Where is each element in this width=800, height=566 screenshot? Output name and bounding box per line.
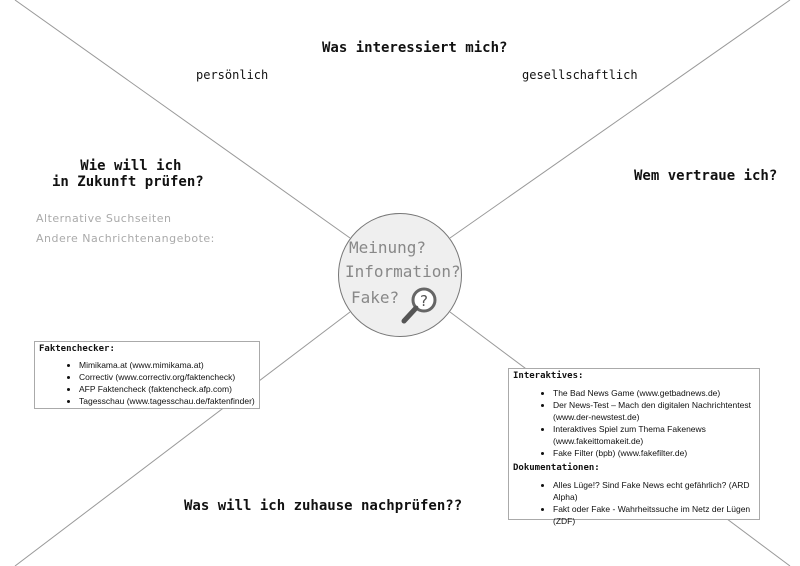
- list-item: The Bad News Game (www.getbadnews.de): [553, 387, 759, 399]
- hint-search: Alternative Suchseiten: [36, 212, 172, 225]
- list-item-text: Correctiv (www.correctiv.org/faktencheck…: [79, 372, 236, 382]
- list-item: Der News-Test – Mach den digitalen Nachr…: [553, 399, 759, 423]
- list-item: Fake Filter (bpb) (www.fakefilter.de): [553, 447, 759, 459]
- center-opinion: Meinung?: [349, 238, 427, 257]
- label-personal: persönlich: [196, 68, 269, 82]
- list-item-text: Fakt oder Fake - Wahrheitssuche im Netz …: [553, 504, 751, 526]
- heading-future-line1: Wie will ich: [80, 158, 182, 174]
- list-item: Fakt oder Fake - Wahrheitssuche im Netz …: [553, 503, 759, 527]
- resources-box: Interaktives: The Bad News Game (www.get…: [508, 368, 760, 526]
- hint-news: Andere Nachrichtenangebote:: [36, 232, 215, 245]
- heading-home-check: Was will ich zuhause nachprüfen??: [184, 498, 463, 514]
- center-information: Information?: [345, 262, 461, 281]
- svg-text:?: ?: [420, 292, 428, 310]
- list-item-text: Tagesschau (www.tagesschau.de/faktenfind…: [79, 396, 255, 406]
- dokumentationen-title: Dokumentationen:: [513, 463, 600, 473]
- heading-future-check: Wie will ich in Zukunft prüfen?: [52, 158, 204, 190]
- list-item-text: Fake Filter (bpb) (www.fakefilter.de): [553, 448, 688, 458]
- list-item-text: The Bad News Game (www.getbadnews.de): [553, 388, 721, 398]
- list-item: Alles Lüge!? Sind Fake News echt gefährl…: [553, 479, 759, 503]
- heading-trust: Wem vertraue ich?: [634, 168, 778, 184]
- list-item-text: Der News-Test – Mach den digitalen Nachr…: [553, 400, 751, 422]
- interaktives-title: Interaktives:: [513, 371, 584, 381]
- magnifier-question-icon: ?: [401, 287, 437, 324]
- heading-interests: Was interessiert mich?: [322, 40, 508, 56]
- center-circle: Meinung? Information? Fake? ?: [338, 213, 462, 337]
- list-item: Tagesschau (www.tagesschau.de/faktenfind…: [79, 395, 259, 407]
- label-societal: gesellschaftlich: [522, 68, 638, 82]
- list-item-text: Mimikama.at (www.mimikama.at): [79, 360, 204, 370]
- list-item: AFP Faktencheck (faktencheck.afp.com): [79, 383, 259, 395]
- list-item: Interaktives Spiel zum Thema Fakenews (w…: [553, 423, 759, 447]
- faktenchecker-box: Faktenchecker: Mimikama.at (www.mimikama…: [34, 341, 260, 409]
- list-item-text: Alles Lüge!? Sind Fake News echt gefährl…: [553, 480, 750, 502]
- faktenchecker-title: Faktenchecker:: [39, 344, 115, 354]
- list-item-text: Interaktives Spiel zum Thema Fakenews (w…: [553, 424, 706, 446]
- list-item: Correctiv (www.correctiv.org/faktencheck…: [79, 371, 259, 383]
- list-item-text: AFP Faktencheck (faktencheck.afp.com): [79, 384, 232, 394]
- center-fake: Fake?: [351, 288, 400, 307]
- list-item: Mimikama.at (www.mimikama.at): [79, 359, 259, 371]
- heading-future-line2: in Zukunft prüfen?: [52, 174, 204, 190]
